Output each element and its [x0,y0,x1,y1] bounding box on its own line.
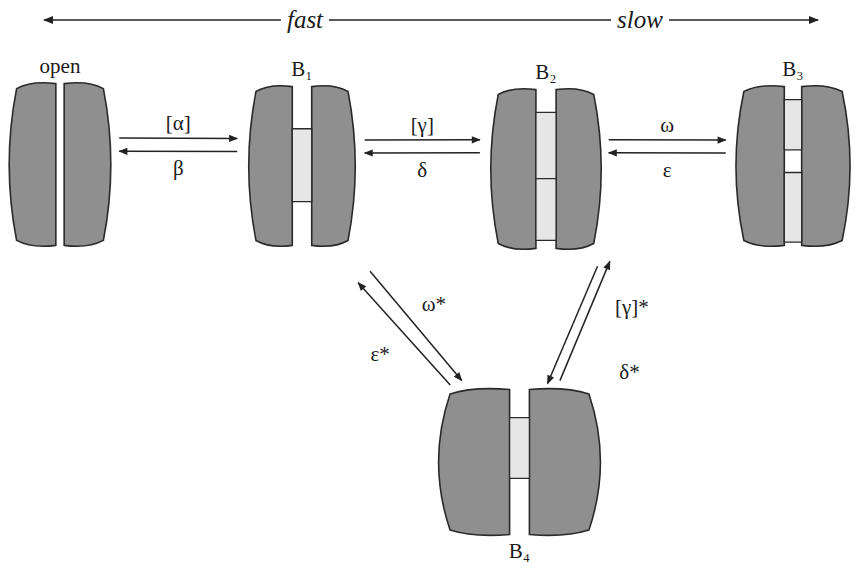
channel-shape [490,88,602,250]
state-label: B₁ [291,57,312,81]
rate-arrow [365,139,480,141]
channel-wall [802,86,850,247]
channel-shape [248,85,356,247]
rate-constant: ε* [369,342,392,366]
rate-arrow [358,283,450,385]
blocker-particle [292,129,311,202]
rate-constant: [α] [164,111,193,135]
speed-label: fast [281,6,329,34]
rate-constant: ω* [420,292,448,316]
rate-constant: [γ] [409,113,436,137]
blocker-particle [784,100,801,150]
blocker-particle [536,179,556,241]
channel-shape [437,388,602,536]
rate-arrow [119,151,237,153]
rate-constant: ω [658,113,676,137]
channel-wall [556,89,601,250]
rate-constant: [γ]* [613,295,651,319]
speed-label: slow [611,6,669,34]
rate-arrow [548,266,598,383]
channel-node: B₃ [735,85,851,247]
channel-wall [439,389,510,536]
channel-wall [491,89,536,250]
channel-shape [8,82,112,247]
rate-constant: ε [661,158,674,182]
channel-wall [64,83,111,247]
channel-node: B₂ [490,88,602,250]
rate-arrow [560,261,610,380]
rate-constant: β [171,156,186,180]
speed-arrow [44,19,818,21]
channel-wall [312,86,356,247]
rate-arrow [609,152,726,154]
blocker-particle [536,112,556,178]
rate-constant: δ* [617,360,641,384]
state-label: B₄ [509,539,530,563]
blocker-particle [784,172,801,242]
channel-node: B₁ [248,85,356,247]
channel-wall [249,86,293,247]
rate-arrow [609,139,726,141]
rate-constant: δ [415,158,429,182]
channel-node: open [8,82,112,247]
state-label: open [40,54,81,78]
channel-shape [735,85,851,247]
state-label: B₂ [535,60,556,84]
channel-wall [736,86,784,247]
blocker-particle [510,418,530,479]
channel-wall [529,389,600,536]
rate-arrow [365,152,480,154]
channel-node: B₄ [437,388,602,536]
rate-arrow [119,137,237,139]
state-label: B₃ [782,57,803,81]
channel-wall [9,83,56,247]
